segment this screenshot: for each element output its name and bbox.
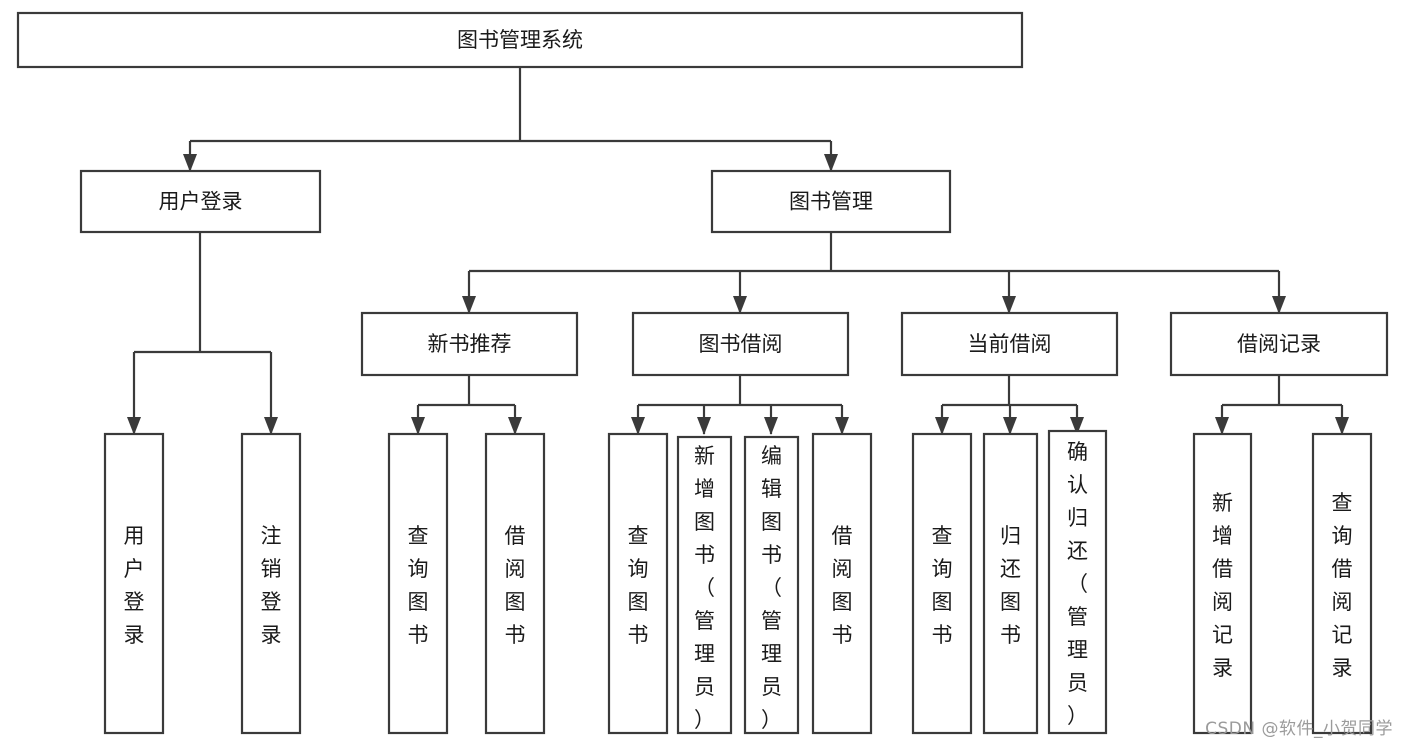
node-label-leaf-query-book-b: 查询图书 <box>628 524 649 647</box>
arrow-head-icon <box>1003 417 1017 435</box>
node-leaf-query-record[interactable]: 查询借阅记录 <box>1311 432 1373 735</box>
node-leaf-add-record[interactable]: 新增借阅记录 <box>1192 432 1253 735</box>
connector-layer <box>127 67 1349 435</box>
arrow-head-icon <box>1335 417 1349 435</box>
connector-c-currentborrow-split <box>935 375 1084 435</box>
node-box-current-borrow[interactable] <box>900 311 1119 377</box>
arrow-head-icon <box>1070 417 1084 435</box>
node-label-borrow-record: 借阅记录 <box>1237 332 1321 356</box>
connector-c-root-split <box>183 67 838 172</box>
node-leaf-borrow-book-b[interactable]: 借阅图书 <box>811 432 873 735</box>
node-box-leaf-borrow-book-b[interactable] <box>811 432 873 735</box>
node-box-leaf-logout[interactable] <box>240 432 302 735</box>
arrow-head-icon <box>411 417 425 435</box>
node-leaf-edit-book[interactable]: 编辑图书（管理员） <box>743 435 800 735</box>
node-label-new-book-rec: 新书推荐 <box>428 332 512 356</box>
node-box-leaf-add-record[interactable] <box>1192 432 1253 735</box>
arrow-head-icon <box>764 417 778 435</box>
node-label-leaf-borrow-book-rec: 借阅图书 <box>505 524 526 647</box>
node-current-borrow[interactable]: 当前借阅 <box>900 311 1119 377</box>
node-label-root: 图书管理系统 <box>457 28 583 52</box>
arrow-head-icon <box>935 417 949 435</box>
arrow-head-icon <box>631 417 645 435</box>
node-box-new-book-rec[interactable] <box>360 311 579 377</box>
node-box-book-borrow[interactable] <box>631 311 850 377</box>
node-label-leaf-user-login: 用户登录 <box>124 524 145 647</box>
node-leaf-user-login[interactable]: 用户登录 <box>103 432 165 735</box>
node-leaf-borrow-book-rec[interactable]: 借阅图书 <box>484 432 546 735</box>
node-box-root[interactable] <box>16 11 1024 69</box>
arrow-head-icon <box>508 417 522 435</box>
connector-c-borrowrecord-split <box>1215 375 1349 435</box>
node-box-leaf-query-book-c[interactable] <box>911 432 973 735</box>
node-label-leaf-logout: 注销登录 <box>261 524 282 647</box>
node-box-borrow-record[interactable] <box>1169 311 1389 377</box>
node-leaf-confirm-return[interactable]: 确认归还（管理员） <box>1047 429 1108 735</box>
node-label-leaf-edit-book: 编辑图书（管理员） <box>761 444 782 732</box>
node-label-current-borrow: 当前借阅 <box>968 332 1052 356</box>
node-leaf-query-book-b[interactable]: 查询图书 <box>607 432 669 735</box>
arrow-head-icon <box>183 154 197 172</box>
node-book-manage[interactable]: 图书管理 <box>710 169 952 234</box>
node-box-leaf-return-book[interactable] <box>982 432 1039 735</box>
arrow-head-icon <box>264 417 278 435</box>
arrow-head-icon <box>1215 417 1229 435</box>
node-label-book-borrow: 图书借阅 <box>699 332 783 356</box>
node-label-leaf-borrow-book-b: 借阅图书 <box>832 524 853 647</box>
node-box-leaf-borrow-book-rec[interactable] <box>484 432 546 735</box>
connector-c-userlogin-split <box>127 232 278 435</box>
node-layer: 图书管理系统用户登录图书管理新书推荐图书借阅当前借阅借阅记录用户登录注销登录查询… <box>16 11 1389 735</box>
node-box-book-manage[interactable] <box>710 169 952 234</box>
arrow-head-icon <box>835 417 849 435</box>
node-label-leaf-return-book: 归还图书 <box>1000 524 1021 647</box>
node-leaf-add-book[interactable]: 新增图书（管理员） <box>676 435 733 735</box>
node-root[interactable]: 图书管理系统 <box>16 11 1024 69</box>
arrow-head-icon <box>1272 296 1286 314</box>
node-book-borrow[interactable]: 图书借阅 <box>631 311 850 377</box>
node-label-leaf-query-record: 查询借阅记录 <box>1332 491 1353 680</box>
arrow-head-icon <box>1002 296 1016 314</box>
node-box-leaf-edit-book[interactable] <box>743 435 800 735</box>
node-box-leaf-query-book-b[interactable] <box>607 432 669 735</box>
connector-c-bookmanage-split <box>462 232 1286 314</box>
node-box-user-login[interactable] <box>79 169 322 234</box>
connector-c-newbook-split <box>411 375 522 435</box>
node-leaf-return-book[interactable]: 归还图书 <box>982 432 1039 735</box>
arrow-head-icon <box>462 296 476 314</box>
connector-c-bookborrow-split <box>631 375 849 435</box>
node-leaf-query-book-rec[interactable]: 查询图书 <box>387 432 449 735</box>
node-label-leaf-add-record: 新增借阅记录 <box>1212 491 1233 680</box>
arrow-head-icon <box>697 417 711 435</box>
node-label-book-manage: 图书管理 <box>789 190 873 214</box>
node-box-leaf-query-record[interactable] <box>1311 432 1373 735</box>
node-label-user-login: 用户登录 <box>159 190 243 214</box>
node-label-leaf-query-book-rec: 查询图书 <box>408 524 429 647</box>
node-new-book-rec[interactable]: 新书推荐 <box>360 311 579 377</box>
node-label-leaf-confirm-return: 确认归还（管理员） <box>1067 440 1088 728</box>
node-box-leaf-confirm-return[interactable] <box>1047 429 1108 735</box>
node-label-leaf-add-book: 新增图书（管理员） <box>694 444 715 732</box>
node-label-leaf-query-book-c: 查询图书 <box>932 524 953 647</box>
arrow-head-icon <box>733 296 747 314</box>
node-box-leaf-add-book[interactable] <box>676 435 733 735</box>
node-leaf-logout[interactable]: 注销登录 <box>240 432 302 735</box>
node-user-login[interactable]: 用户登录 <box>79 169 322 234</box>
arrow-head-icon <box>127 417 141 435</box>
node-box-leaf-user-login[interactable] <box>103 432 165 735</box>
node-box-leaf-query-book-rec[interactable] <box>387 432 449 735</box>
arrow-head-icon <box>824 154 838 172</box>
node-borrow-record[interactable]: 借阅记录 <box>1169 311 1389 377</box>
node-leaf-query-book-c[interactable]: 查询图书 <box>911 432 973 735</box>
